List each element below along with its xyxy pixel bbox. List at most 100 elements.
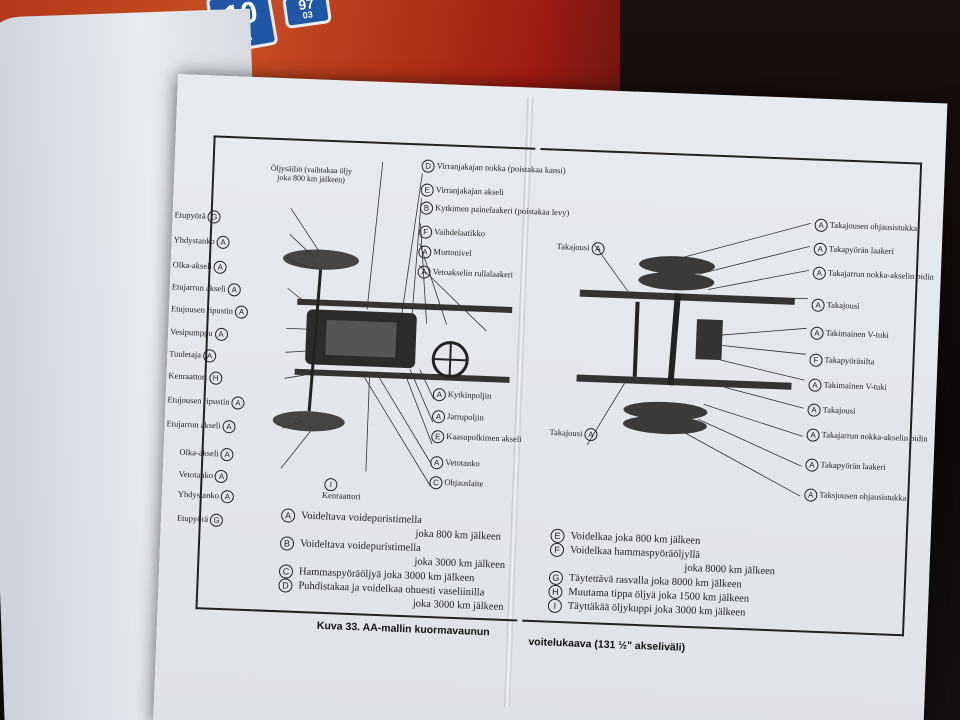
code-circle: A (220, 447, 234, 462)
front-axle (307, 269, 323, 412)
label-text: Kaasupolkimen akseli (446, 431, 522, 444)
code-circle: H (208, 371, 223, 385)
code-circle: D (421, 159, 435, 173)
code-circle: A (227, 283, 242, 297)
label-text: Etujousen ripustin (170, 303, 234, 316)
label-text: Jarrupoljin (446, 411, 485, 423)
chassis-diagram (272, 161, 811, 497)
label-text: Etupyörä (176, 512, 209, 524)
code-circle: A (222, 419, 236, 434)
code-circle: A (591, 242, 605, 256)
code-circle: A (813, 242, 827, 257)
label-text: Vetotanko (445, 457, 480, 469)
label-text: Takapyörän laakeri (828, 243, 895, 257)
label-text: Yhdystanko (173, 234, 215, 246)
legend-code-circle: A (280, 508, 296, 523)
label-text: Ohjauslaite (444, 476, 484, 489)
legend-code-circle: I (547, 598, 563, 614)
rear-wheel-bottom (623, 401, 708, 421)
legend-code-circle: D (278, 578, 293, 593)
label-text: Yhdystanko (177, 488, 220, 501)
label-text: Vetotanko (178, 468, 214, 481)
code-circle: F (809, 353, 823, 367)
front-wheel-top (283, 249, 359, 270)
label-text: Olka-akseli (172, 259, 213, 271)
code-circle: A (814, 218, 828, 233)
code-circle: A (214, 327, 228, 342)
label-text: Vaihdelaatikko (433, 226, 486, 239)
generator-text: Kenraattori (321, 489, 361, 502)
rear-wheel-bottom-2 (622, 415, 707, 435)
code-circle: A (430, 455, 444, 470)
label-text: Virranjakajan akseli (435, 184, 505, 198)
code-circle: A (810, 326, 824, 340)
label-text: Kytkinpoljin (447, 389, 492, 401)
frame-rail-top (297, 298, 513, 314)
caption-right: voitelukaava (131 ½" akseliväli) (528, 635, 686, 654)
label-text: Kenraattori (168, 370, 208, 382)
label-text: Takimainen V-tuki (825, 327, 890, 340)
rear-wheel-top (639, 256, 715, 275)
code-circle: A (220, 489, 235, 504)
code-circle: A (805, 458, 819, 472)
label-text: Takajousen ohjausistukka (829, 219, 918, 233)
legend-code-circle: G (548, 570, 564, 586)
label-text: Takapyörän laakeri (820, 459, 886, 472)
label-text: Taksjousen ohjausistukka (819, 489, 907, 503)
code-circle: A (807, 403, 821, 417)
label-text: Etupyörä (174, 209, 206, 221)
label-text: Takajousi (549, 426, 583, 439)
label-text: Etujousen ripustin (167, 394, 230, 407)
label-text: Takajousi (556, 241, 590, 253)
code-circle: A (234, 305, 249, 319)
label-text: Tuuletaja (169, 348, 202, 360)
code-circle: A (811, 298, 825, 312)
engine-head (325, 319, 397, 358)
code-circle: A (202, 349, 217, 363)
label-text: Takajousi (826, 299, 860, 311)
legend-code-circle: E (550, 528, 565, 544)
rear-frame-top (579, 289, 795, 305)
label-text: Olka-akseli (179, 446, 219, 459)
front-wheel-bottom (272, 411, 345, 432)
book-open-spread: Öljysäiliö (vaihtakaa öljy joka 800 km j… (153, 74, 948, 720)
caption-left: Kuva 33. AA-mallin kuormavaunun (316, 619, 490, 639)
code-circle: E (420, 183, 434, 197)
code-circle: C (429, 475, 443, 490)
rear-wheel-top-2 (638, 272, 715, 291)
code-circle: A (418, 245, 432, 259)
label-text: Takimainen V-tuki (823, 379, 888, 392)
code-circle: A (213, 260, 228, 275)
label-text: Takajarrun nokka-akselin pidin (827, 267, 935, 282)
code-circle: A (806, 428, 820, 442)
code-circle: G (207, 210, 221, 224)
badge-3-sub: 03 (302, 9, 314, 21)
legend-code-circle: H (548, 584, 563, 600)
code-circle: F (418, 225, 433, 239)
label-text: Etujarrun akseli (171, 281, 227, 294)
